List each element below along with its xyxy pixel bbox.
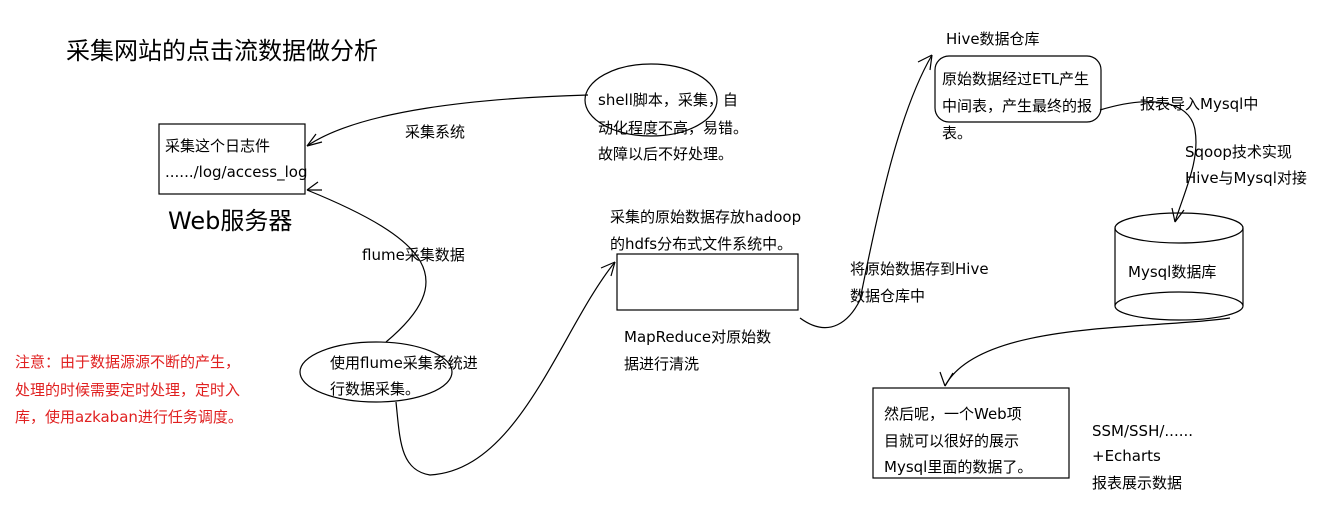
web-project-line2: 目就可以很好的展示: [884, 432, 1020, 450]
collect-system-label: 采集系统: [405, 123, 466, 141]
to-hive-line2: 数据仓库中: [850, 287, 926, 305]
hive-line1: 原始数据经过ETL产生: [942, 70, 1089, 88]
ssm-line1: SSM/SSH/......: [1092, 422, 1194, 440]
web-server-box: [158, 123, 306, 195]
shell-ellipse: [584, 63, 718, 137]
web-project-box: [872, 387, 1070, 479]
flume-ellipse-line2: 行数据采集。: [330, 380, 421, 398]
shell-line1: shell脚本，采集，自: [598, 91, 738, 109]
sqoop-line1: Sqoop技术实现: [1185, 143, 1292, 161]
arrow-hive-to-mysql: [1099, 101, 1197, 223]
web-server-box-line2: ....../log/access_log: [165, 163, 308, 181]
arrow-hdfs-to-hive: [799, 54, 933, 329]
hdfs-box: [616, 253, 799, 311]
arrow-flume-to-webserver: [306, 189, 427, 343]
shell-line3: 故障以后不好处理。: [598, 145, 734, 163]
arrow-mysql-to-webproject: [944, 317, 1231, 387]
web-project-line1: 然后呢，一个Web项: [884, 405, 1022, 423]
arrow-flume-to-hdfs: [395, 261, 616, 476]
hive-line3: 表。: [942, 124, 973, 142]
mysql-cylinder: [1114, 212, 1244, 321]
shell-line2: 动化程度不高，易错。: [598, 119, 749, 137]
hdfs-line2: 的hdfs分布式文件系统中。: [610, 235, 793, 253]
ssm-line3: 报表展示数据: [1092, 474, 1183, 492]
note-line2: 处理的时候需要定时处理，定时入: [15, 381, 241, 399]
mapreduce-line1: MapReduce对原始数: [624, 328, 772, 346]
flume-ellipse: [299, 341, 453, 403]
page-title: 采集网站的点击流数据做分析: [66, 37, 378, 65]
mapreduce-line2: 据进行清洗: [624, 355, 700, 373]
note-line1: 注意：由于数据源源不断的产生，: [15, 353, 241, 371]
hive-line2: 中间表，产生最终的报: [942, 97, 1093, 115]
hive-title: Hive数据仓库: [946, 30, 1040, 48]
mysql-label: Mysql数据库: [1128, 263, 1217, 281]
flume-ellipse-line1: 使用flume采集系统进: [330, 354, 478, 372]
note-line3: 库，使用azkaban进行任务调度。: [15, 408, 243, 426]
sqoop-line2: Hive与Mysql对接: [1185, 169, 1307, 187]
to-hive-line1: 将原始数据存到Hive: [850, 260, 989, 278]
ssm-line2: +Echarts: [1092, 447, 1161, 465]
hive-box: [934, 55, 1102, 123]
flume-label: flume采集数据: [362, 246, 465, 264]
web-server-label: Web服务器: [168, 207, 293, 235]
web-server-box-line1: 采集这个日志件: [165, 137, 271, 155]
export-label: 报表导入Mysql中: [1140, 95, 1259, 113]
arrow-shell-to-webserver: [306, 94, 589, 147]
web-project-line3: Mysql里面的数据了。: [884, 458, 1033, 476]
hdfs-line1: 采集的原始数据存放hadoop: [610, 208, 802, 226]
